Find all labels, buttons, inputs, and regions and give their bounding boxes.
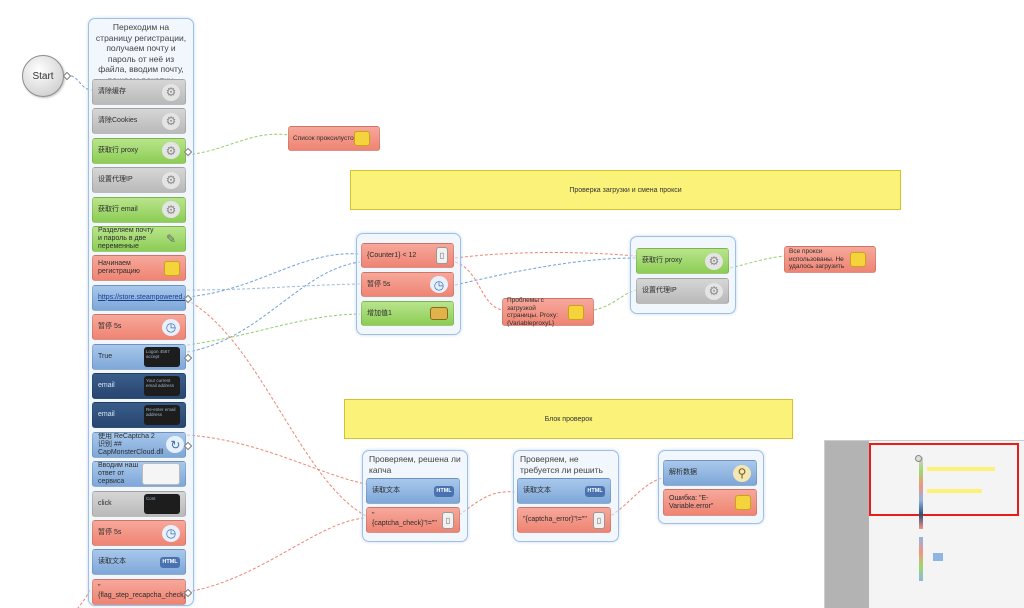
- left-node-13[interactable]: Вводим наш ответ от сервиса: [92, 461, 186, 488]
- note-icon: [568, 304, 584, 320]
- phone-icon: ▯: [593, 511, 605, 529]
- node-preview-text: Logon 4567 accept: [146, 348, 170, 359]
- group-captcha-check-title: Проверяем, решена ли капча: [369, 454, 461, 475]
- proxy-list-empty-node[interactable]: Список проксилусто: [288, 126, 380, 151]
- wire-counter-getproxy: [454, 252, 637, 259]
- wire-steam-counter: [186, 253, 361, 298]
- gear-icon: ⚙: [705, 282, 723, 300]
- left-node-3[interactable]: 设置代理IP⚙: [92, 167, 186, 194]
- note-icon: [850, 252, 866, 267]
- banner-proxy-check[interactable]: Проверка загрузки и смена прокси: [350, 170, 901, 210]
- wire-true-counter: [186, 261, 361, 353]
- banner-checks[interactable]: Блок проверок: [344, 399, 793, 439]
- gear-icon: ⚙: [162, 112, 180, 130]
- proxy-load-fail-node[interactable]: Проблемы с загрузкой страницы. Proxy: {V…: [502, 297, 594, 327]
- pen-icon: ✎: [165, 232, 177, 246]
- node-preview-text: Your current email address: [146, 378, 175, 388]
- left-node-15[interactable]: 暂停 5s◷: [92, 520, 186, 546]
- read-text-node-1[interactable]: 读取文本 HTML: [366, 478, 460, 504]
- white-preview-icon: [142, 463, 180, 486]
- dark-preview-icon: Logon 4567 accept: [144, 346, 180, 367]
- minimap-node-strip: [919, 457, 923, 529]
- left-node-12[interactable]: 使用 ReCaptcha 2 识别 ## CapMonsterCloud.dll…: [92, 431, 186, 458]
- html-icon: HTML: [585, 485, 605, 497]
- increment-node[interactable]: 增加值1: [361, 301, 454, 326]
- left-node-1[interactable]: 清除Cookies⚙: [92, 108, 186, 135]
- clock-icon: ◷: [162, 318, 180, 336]
- counter-condition-node[interactable]: {Counter1} < 12 ▯: [361, 243, 454, 268]
- gear-icon: ⚙: [162, 142, 180, 160]
- note-icon: [354, 131, 370, 146]
- html-icon: HTML: [160, 556, 180, 568]
- minimap-start: [915, 455, 922, 462]
- left-node-8[interactable]: 暂停 5s◷: [92, 314, 186, 341]
- wire-proxy-empty: [186, 133, 291, 156]
- minimap[interactable]: [824, 440, 1024, 608]
- wire-getproxy-note: [729, 255, 786, 269]
- gear-icon: ⚙: [162, 83, 180, 101]
- clock-icon: ◷: [162, 524, 180, 542]
- wire-flag-check: [186, 517, 367, 593]
- recaptcha-icon: ↻: [166, 436, 185, 454]
- wire-steam-pause: [186, 283, 361, 291]
- gear-icon: ⚙: [162, 201, 180, 219]
- minimap-banner: [927, 467, 995, 471]
- dark-preview-icon: Your current email address: [144, 376, 180, 396]
- minimap-node-strip: [919, 537, 923, 581]
- dark-preview-icon: Re-enter email address: [144, 405, 180, 426]
- captcha-check-condition-node[interactable]: "{captcha_check}"!="" ▯: [366, 507, 460, 533]
- minimap-node: [933, 553, 943, 561]
- wire-recaptcha-check: [186, 434, 367, 485]
- phone-icon: ▯: [436, 247, 448, 264]
- note-icon: [164, 260, 180, 276]
- left-node-2[interactable]: 获取行 proxy⚙: [92, 137, 186, 164]
- minimap-viewport[interactable]: [869, 443, 1019, 516]
- left-node-4[interactable]: 获取行 email⚙: [92, 196, 186, 223]
- phone-icon: ▯: [442, 511, 454, 529]
- left-node-6[interactable]: Начинаем регистрацию: [92, 255, 186, 282]
- start-node[interactable]: Start: [22, 55, 64, 97]
- all-proxy-used-node[interactable]: Все прокси использованы. Не удалось загр…: [784, 246, 876, 273]
- minimap-banner: [927, 489, 982, 493]
- wire-steam-check: [186, 299, 367, 517]
- parse-data-node[interactable]: 解析数据 ⚲: [663, 460, 757, 486]
- clock-icon: ◷: [430, 276, 448, 293]
- node-preview-text: Cont: [146, 495, 156, 501]
- read-text-node-2[interactable]: 读取文本 HTML: [517, 478, 611, 504]
- note-icon: [735, 495, 751, 510]
- captcha-error-condition-node[interactable]: "{captcha_error}"!="" ▯: [517, 507, 611, 533]
- set-proxy-node[interactable]: 设置代理IP ⚙: [636, 278, 729, 304]
- minimap-offscreen-area: [825, 441, 869, 608]
- html-icon: HTML: [434, 485, 454, 497]
- wire-counter-fail: [454, 261, 503, 311]
- search-icon: ⚲: [733, 464, 751, 482]
- left-node-7[interactable]: https://store.steampowered.com/join◍: [92, 284, 186, 311]
- gear-icon: ⚙: [162, 171, 180, 189]
- wire-true-increment: [186, 313, 361, 346]
- group-registration[interactable]: Переходим на страницу регистрации, получ…: [88, 18, 194, 606]
- left-node-17[interactable]: "{flag_step_recapcha_check}"!=""▯: [92, 578, 186, 605]
- port[interactable]: [62, 71, 72, 81]
- get-proxy-node[interactable]: 获取行 proxy ⚙: [636, 248, 729, 274]
- wire-pause-proxy: [454, 257, 637, 286]
- pause-node[interactable]: 暂停 5s ◷: [361, 272, 454, 297]
- left-node-5[interactable]: Разделяем почту и пароль в две переменны…: [92, 226, 186, 252]
- counter-icon: [430, 307, 448, 320]
- left-node-0[interactable]: 清除缓存⚙: [92, 79, 186, 105]
- error-note-node[interactable]: Ошибка: "E-Variable.error": [663, 489, 757, 516]
- gear-icon: ⚙: [705, 252, 723, 270]
- dark-preview-icon: Cont: [144, 493, 180, 514]
- node-preview-text: Re-enter email address: [146, 407, 176, 418]
